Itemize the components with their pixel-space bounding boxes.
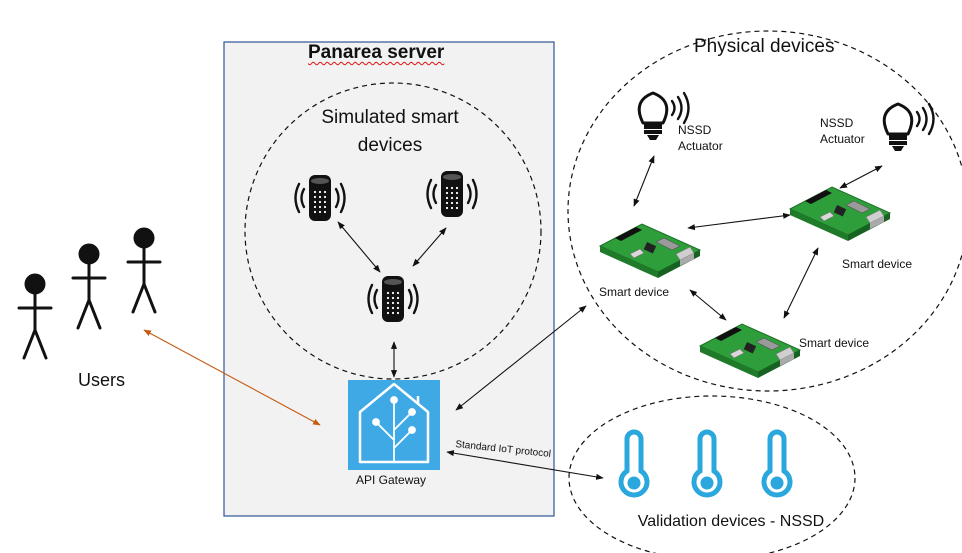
physical-devices-title: Physical devices <box>694 36 835 57</box>
raspberry-pi-board-icon <box>699 323 801 379</box>
link-bulb2-device2 <box>839 165 883 189</box>
home-assistant-icon <box>348 380 440 470</box>
lightbulb-icon <box>882 102 935 153</box>
link-users-gateway <box>143 329 321 426</box>
link-device1-device2 <box>687 212 791 231</box>
users-label: Users <box>78 370 126 390</box>
user-figure-3-icon <box>126 227 162 314</box>
thermometer-icon <box>764 432 790 495</box>
server-title: Panarea server <box>308 42 445 63</box>
smart-device-label-2: Smart device <box>842 257 913 271</box>
thermometer-icon <box>621 432 647 495</box>
link-speaker2-speaker3 <box>412 227 447 267</box>
actuator-label-1: NSSD Actuator <box>678 123 723 153</box>
thermometer-icon <box>694 432 720 495</box>
api-gateway-label: API Gateway <box>356 473 427 487</box>
simulated-devices-circle <box>244 82 542 380</box>
raspberry-pi-board-icon <box>789 186 891 242</box>
link-gateway-physical <box>455 305 587 411</box>
smart-device-label-3: Smart device <box>799 336 870 350</box>
user-figure-1-icon <box>17 273 53 360</box>
link-device1-device3 <box>689 289 727 321</box>
link-gateway-validation <box>446 450 604 480</box>
link-device2-device3 <box>783 247 819 319</box>
simulated-devices-title: Simulated smart devices <box>321 107 459 156</box>
actuator-label-2: NSSD Actuator <box>820 116 865 146</box>
link-speaker1-speaker3 <box>337 221 381 273</box>
smart-device-label-1: Smart device <box>599 285 670 299</box>
validation-devices-ellipse <box>568 395 856 553</box>
user-figure-2-icon <box>71 243 107 330</box>
raspberry-pi-board-icon <box>599 223 701 279</box>
physical-devices-ellipse <box>567 30 962 392</box>
link-bulb1-device1 <box>633 155 655 207</box>
validation-devices-title: Validation devices - NSSD <box>637 513 825 530</box>
